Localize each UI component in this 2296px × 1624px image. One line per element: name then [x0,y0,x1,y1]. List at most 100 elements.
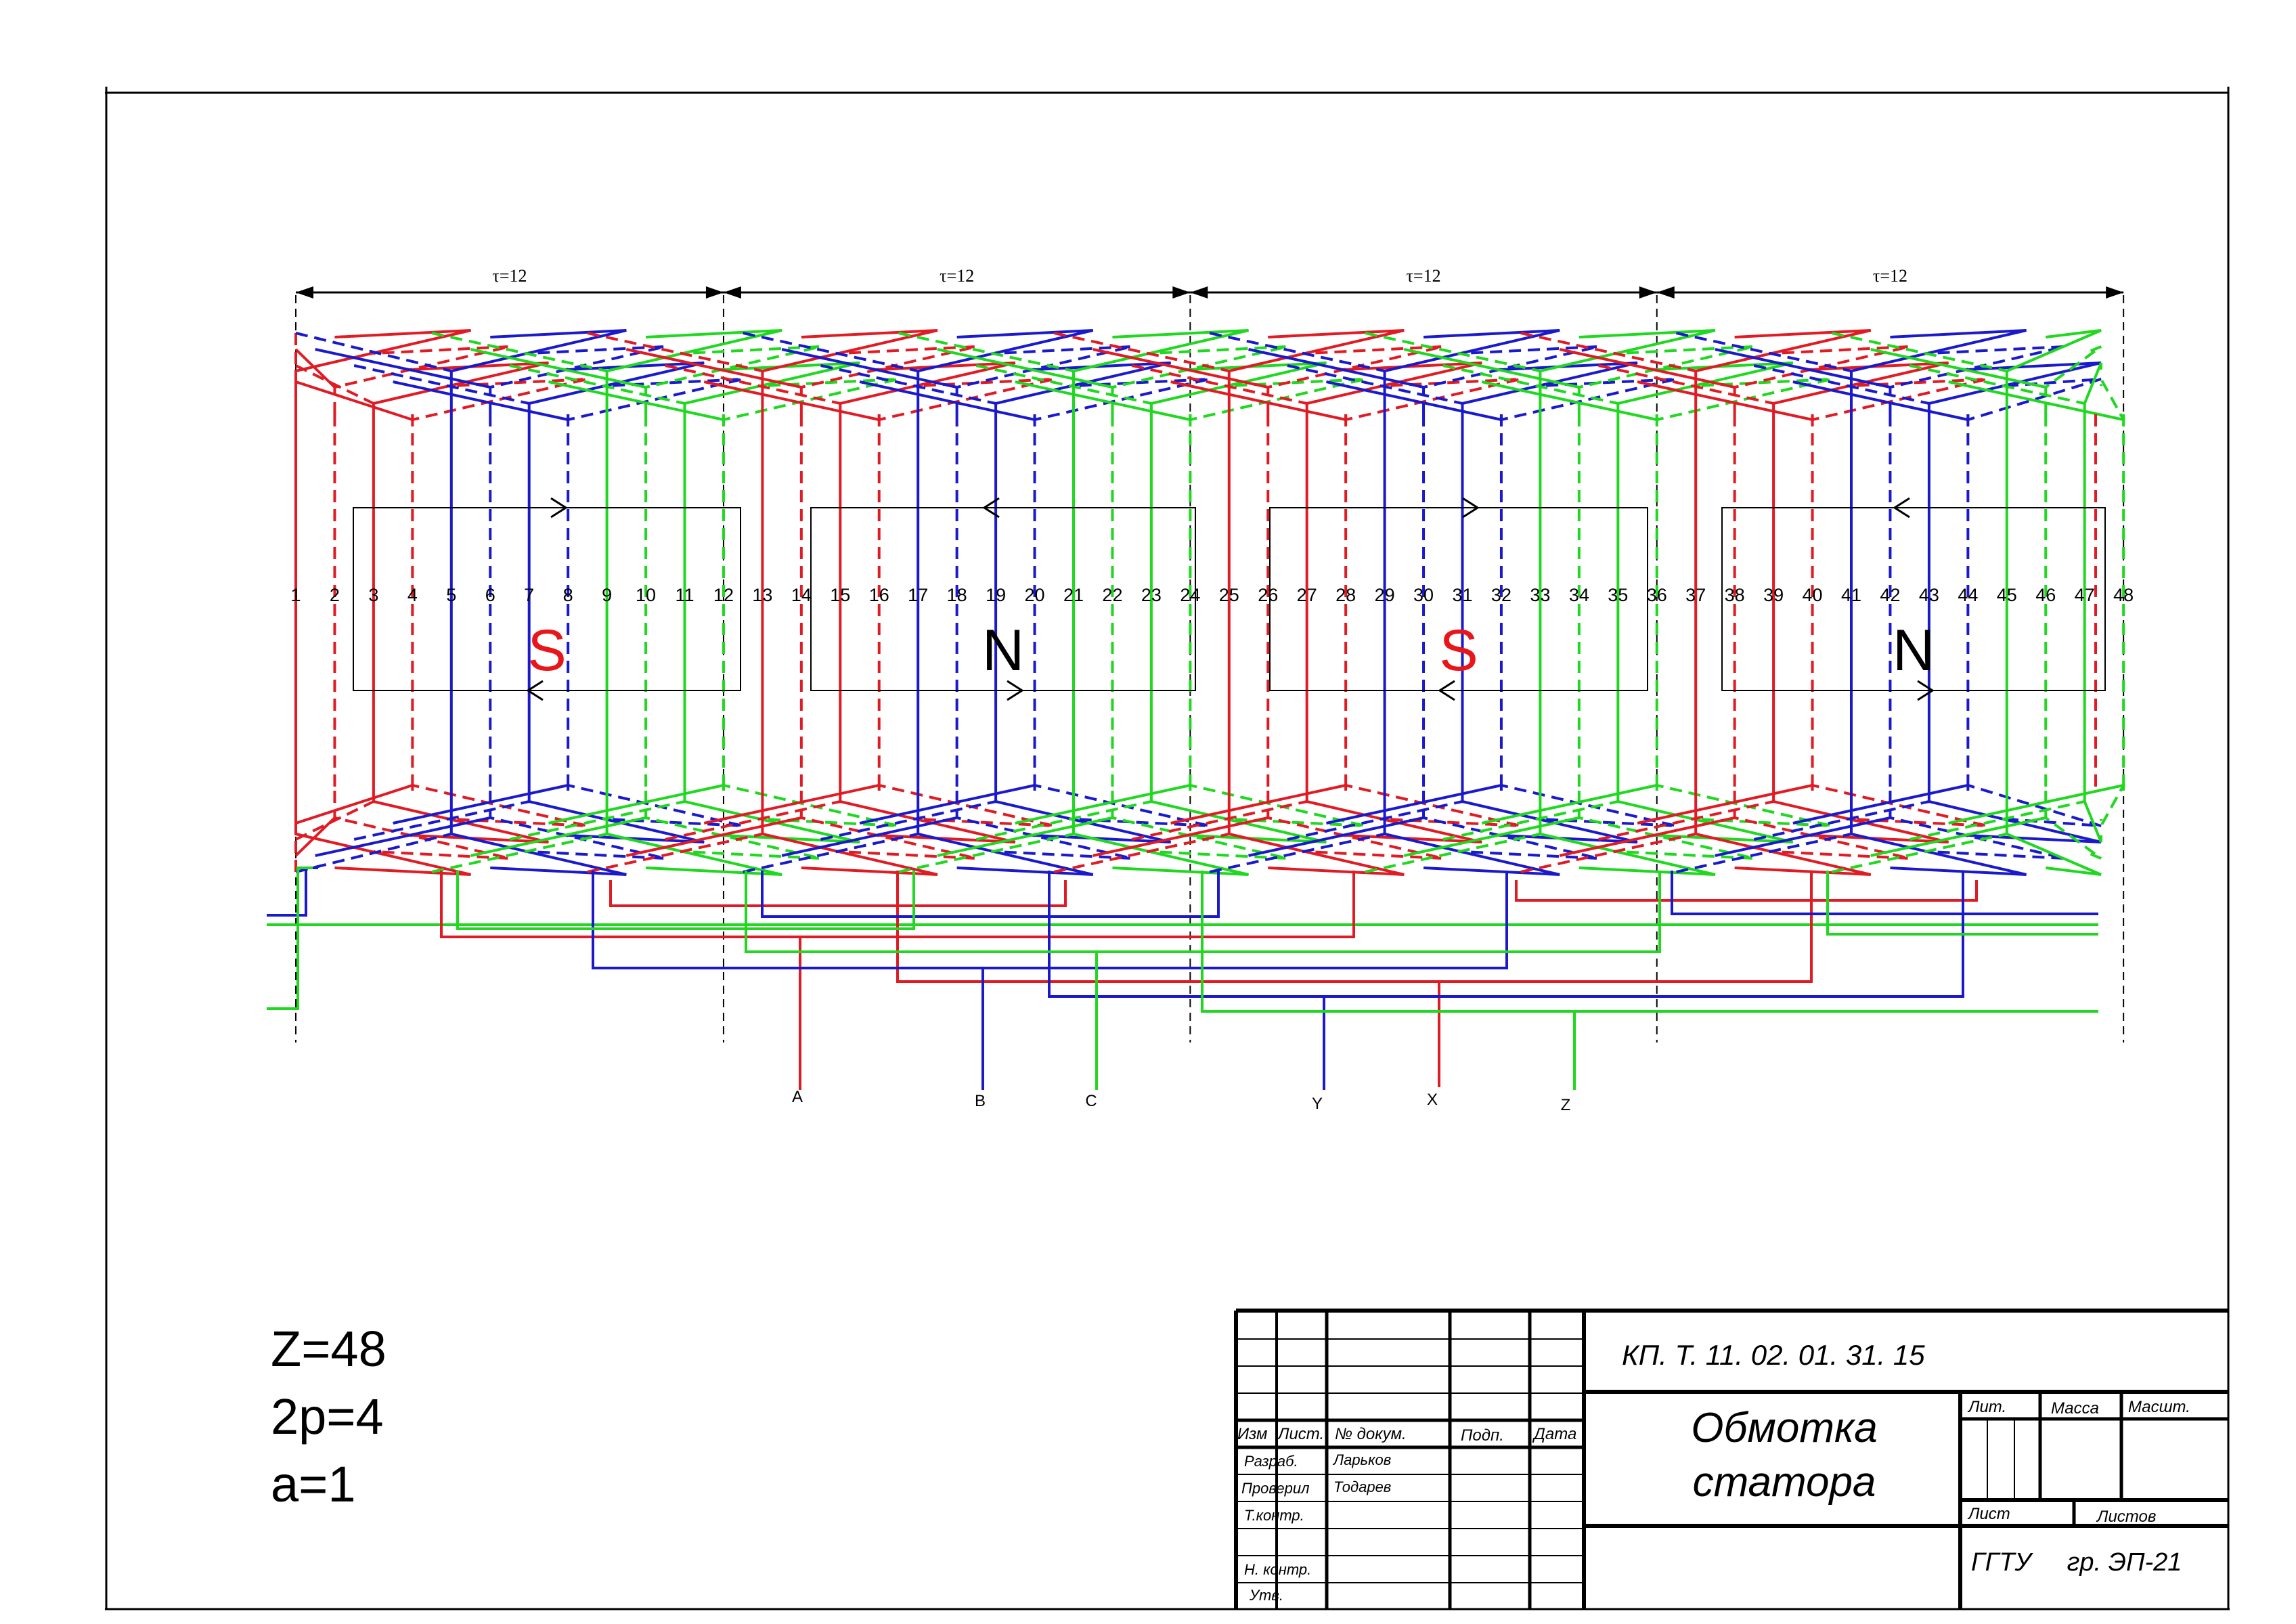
end-turn-top [917,329,1094,414]
flux-direction-arrow [1462,497,1480,519]
slot-number: 5 [446,585,456,605]
end-turn-top [1344,378,1522,422]
row-approved: Утв. [1249,1587,1283,1604]
end-turn-bottom [1499,783,1677,827]
end-turn-top [1266,345,1444,414]
end-turn-top [761,329,938,414]
end-turn-top [295,332,452,372]
end-turn-bottom [1053,833,1230,873]
end-turn-bottom [295,833,452,873]
end-turn-top [1499,378,1677,422]
feed-line-green [267,866,313,1010]
end-turn-bottom [1539,791,1716,876]
stator-winding [294,329,2125,876]
end-turn-top [1033,378,1210,422]
row-checker: Проверил [1241,1480,1310,1497]
end-turn-top [1909,364,2085,405]
terminal-a: A [792,1088,803,1106]
end-turn-bottom [1831,833,2008,873]
end-turn-bottom [1948,784,2124,825]
end-turn-bottom [1715,816,1891,857]
end-turn-bottom [644,791,822,860]
end-turn-top [937,348,1113,389]
end-turn-bottom [1753,800,1930,841]
tau-label: τ=12 [940,266,974,286]
end-turn-bottom [411,783,588,827]
title-block-text: КП. Т. 11. 02. 01. 31. 15 Обмотка статор… [1237,1339,2190,1604]
slot-number: 27 [1297,585,1317,605]
param-slot-count: Z=48 [271,1321,387,1377]
end-turn-bottom [1577,791,1754,860]
end-turn-bottom [1655,783,1832,827]
end-turn-bottom [1111,791,1288,860]
end-turn-bottom [1733,791,1910,860]
tau-arrow-left [723,286,741,299]
end-turn-top [799,345,977,414]
end-turn-bottom [295,784,413,825]
slot-number: 35 [1608,585,1628,605]
end-turn-top [587,332,763,372]
end-turn-top [1831,332,2008,372]
end-turn-bottom [625,816,802,857]
end-turn-top [625,348,802,389]
end-turn-bottom [1383,791,1560,876]
pole-box [353,507,741,691]
end-turn-top [2044,345,2102,414]
feed-line-blue [267,866,318,917]
slot-number: 38 [1725,585,1745,605]
end-turn-top [1520,332,1696,372]
end-turn-bottom [1305,791,1482,843]
tau-arrow-right [1172,286,1191,299]
end-turn-top [1131,364,1308,405]
header-signature: Подп. [1461,1426,1504,1445]
end-turn-bottom [1772,791,1949,843]
pole-label: S [1439,618,1478,683]
end-turn-bottom [1870,816,2046,857]
end-turn-top [605,329,782,414]
tau-arrow-right [2106,286,2124,299]
end-turn-bottom [1811,783,1988,827]
bus-line-green [1826,871,2098,936]
end-turn-bottom [799,791,977,860]
end-turn-bottom [1287,800,1463,841]
slot-number: 26 [1258,585,1278,605]
pole-box [1269,507,1648,691]
end-turn-bottom [1598,800,1774,841]
end-turn-top [295,364,374,405]
end-turn-bottom [1033,783,1210,827]
end-turn-bottom [1072,791,1249,876]
row-norm-control: Н. контр. [1244,1561,1311,1578]
drawing-frame [105,87,2230,1610]
end-turn-top [1733,345,1910,414]
end-turn-top [372,361,549,414]
end-turn-bottom [372,791,549,843]
end-turn-top [1442,364,1618,405]
end-turn-top [1422,345,1599,414]
end-turn-bottom [975,800,1152,841]
slot-number: 17 [908,585,928,605]
end-turn-bottom [1248,816,1424,857]
end-turn-top [781,348,958,389]
end-turn-bottom [1927,791,2102,843]
terminal-x: X [1427,1091,1438,1109]
end-turn-top [1111,345,1288,414]
end-turn-bottom [1149,791,1327,843]
slot-number: 32 [1491,585,1511,605]
end-turn-top [393,380,569,421]
end-turn-top [489,345,666,414]
end-turn-top [1927,361,2102,414]
end-turn-top [975,364,1152,405]
end-turn-top [1792,380,1968,421]
end-turn-bottom [294,816,336,857]
end-turn-bottom [393,784,569,825]
bus-line-red [609,880,1067,907]
end-turn-bottom [605,791,782,876]
end-turn-bottom [2044,791,2102,860]
end-turn-top [1694,329,1872,414]
end-turn-bottom [1461,791,1638,843]
end-turn-bottom [431,833,608,873]
end-turn-bottom [2005,791,2102,876]
bus-line-blue [1671,871,2098,915]
drawing-title-line2: статора [1693,1459,1876,1506]
end-turn-bottom [955,791,1132,860]
